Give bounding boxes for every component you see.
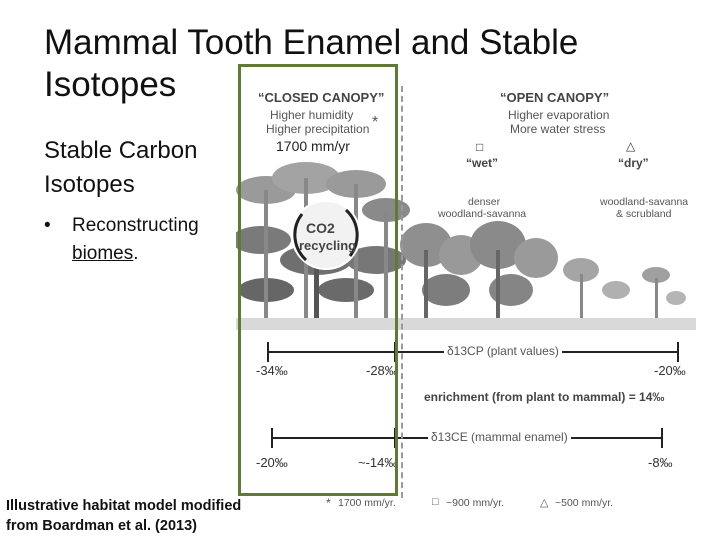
plant-tick-mid: -28‰ xyxy=(366,363,398,378)
co2-label: CO2 xyxy=(306,220,335,236)
closed-canopy-highlight-box xyxy=(238,64,398,496)
biomes-link[interactable]: biomes xyxy=(72,243,134,264)
enamel-axis-label: δ13CE (mammal enamel) xyxy=(428,430,571,444)
legend-triangle-icon: △ xyxy=(540,497,549,509)
legend-triangle-label: ~500 mm/yr. xyxy=(555,497,614,509)
habitat-illustration xyxy=(236,162,696,330)
habitat1-line2: woodland-savanna xyxy=(438,208,527,220)
open-canopy-line1: Higher evaporation xyxy=(508,108,610,122)
wet-label: “wet” xyxy=(466,156,499,170)
wet-square-icon: □ xyxy=(476,140,484,154)
closed-canopy-line2: Higher precipitation xyxy=(266,122,370,136)
tree-silhouettes xyxy=(236,162,696,330)
open-canopy-title: “OPEN CANOPY” xyxy=(500,90,610,105)
closed-canopy-title: “CLOSED CANOPY” xyxy=(258,90,385,105)
caption-line2: from Boardman et al. (2013) xyxy=(6,518,197,534)
enrichment-label: enrichment (from plant to mammal) = 14‰ xyxy=(424,390,665,404)
habitat2-line2: & scrubland xyxy=(616,208,672,220)
legend-asterisk-label: 1700 mm/yr. xyxy=(338,497,396,509)
legend-square-label: ~900 mm/yr. xyxy=(446,497,505,509)
legend-square-icon: □ xyxy=(432,496,439,508)
bullet-dot-icon: • xyxy=(44,215,51,236)
plant-axis-label: δ13CP (plant values) xyxy=(444,344,562,358)
open-canopy-line2: More water stress xyxy=(510,122,606,136)
dry-label: “dry” xyxy=(618,156,649,170)
caption-line1: Illustrative habitat model modified xyxy=(6,498,242,514)
rainfall-overlay: 1700 mm/yr xyxy=(276,138,350,154)
bullet-suffix: . xyxy=(133,243,139,264)
bullet-text: Reconstructing biomes. xyxy=(72,212,252,268)
enamel-tick-left: -20‰ xyxy=(256,455,288,470)
plant-tick-right: -20‰ xyxy=(654,363,686,378)
subheading: Stable Carbon Isotopes xyxy=(44,137,198,198)
plant-tick-left: -34‰ xyxy=(256,363,288,378)
cycle-arrow-right-icon xyxy=(344,208,359,257)
recycling-label: recycling xyxy=(299,238,357,253)
enamel-tick-right: -8‰ xyxy=(648,455,673,470)
legend-asterisk-icon: * xyxy=(326,496,331,510)
figure-caption: Illustrative habitat model modified from… xyxy=(6,496,306,536)
habitat2-line1: woodland-savanna xyxy=(600,196,689,208)
slide-title: Mammal Tooth Enamel and Stable Isotopes xyxy=(44,23,579,104)
bullet-prefix: Reconstructing xyxy=(72,215,199,236)
habitat1-line1: denser xyxy=(468,196,501,208)
dry-triangle-icon: △ xyxy=(626,139,636,153)
cycle-arrow-left-icon xyxy=(293,213,308,262)
closed-canopy-asterisk: * xyxy=(372,114,379,131)
co2-cycle-icon xyxy=(291,200,361,270)
canopy-divider xyxy=(401,86,403,498)
closed-canopy-line1: Higher humidity xyxy=(270,108,354,122)
enamel-tick-mid: ~-14‰ xyxy=(358,455,398,470)
